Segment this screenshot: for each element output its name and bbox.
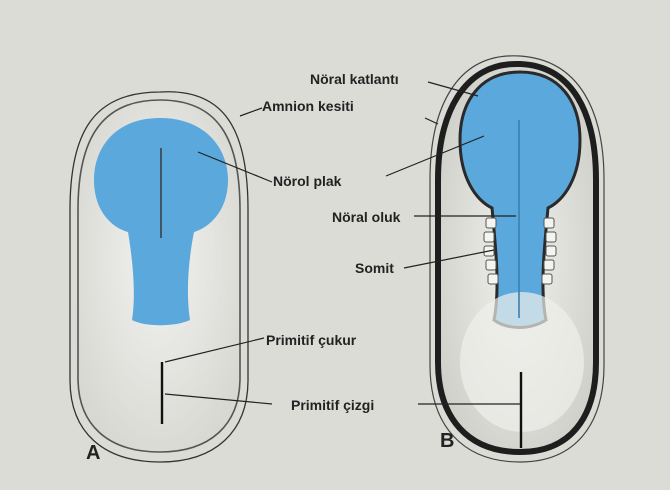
label-noral-oluk: Nöral oluk xyxy=(332,209,400,225)
label-norol-plak: Nörol plak xyxy=(273,173,341,189)
label-amnion-kesiti: Amnion kesiti xyxy=(262,98,354,114)
embryo-b xyxy=(430,56,604,462)
embryo-a xyxy=(70,92,248,462)
leader-noral-katlanti-side xyxy=(425,118,438,124)
label-noral-katlanti: Nöral katlantı xyxy=(310,71,399,87)
label-primitif-cizgi: Primitif çizgi xyxy=(291,397,374,413)
label-primitif-cukur: Primitif çukur xyxy=(266,332,356,348)
label-somit: Somit xyxy=(355,260,394,276)
panel-label-b: B xyxy=(440,430,454,452)
panel-label-a: A xyxy=(86,442,100,464)
leader-amnion-kesiti xyxy=(240,108,262,116)
